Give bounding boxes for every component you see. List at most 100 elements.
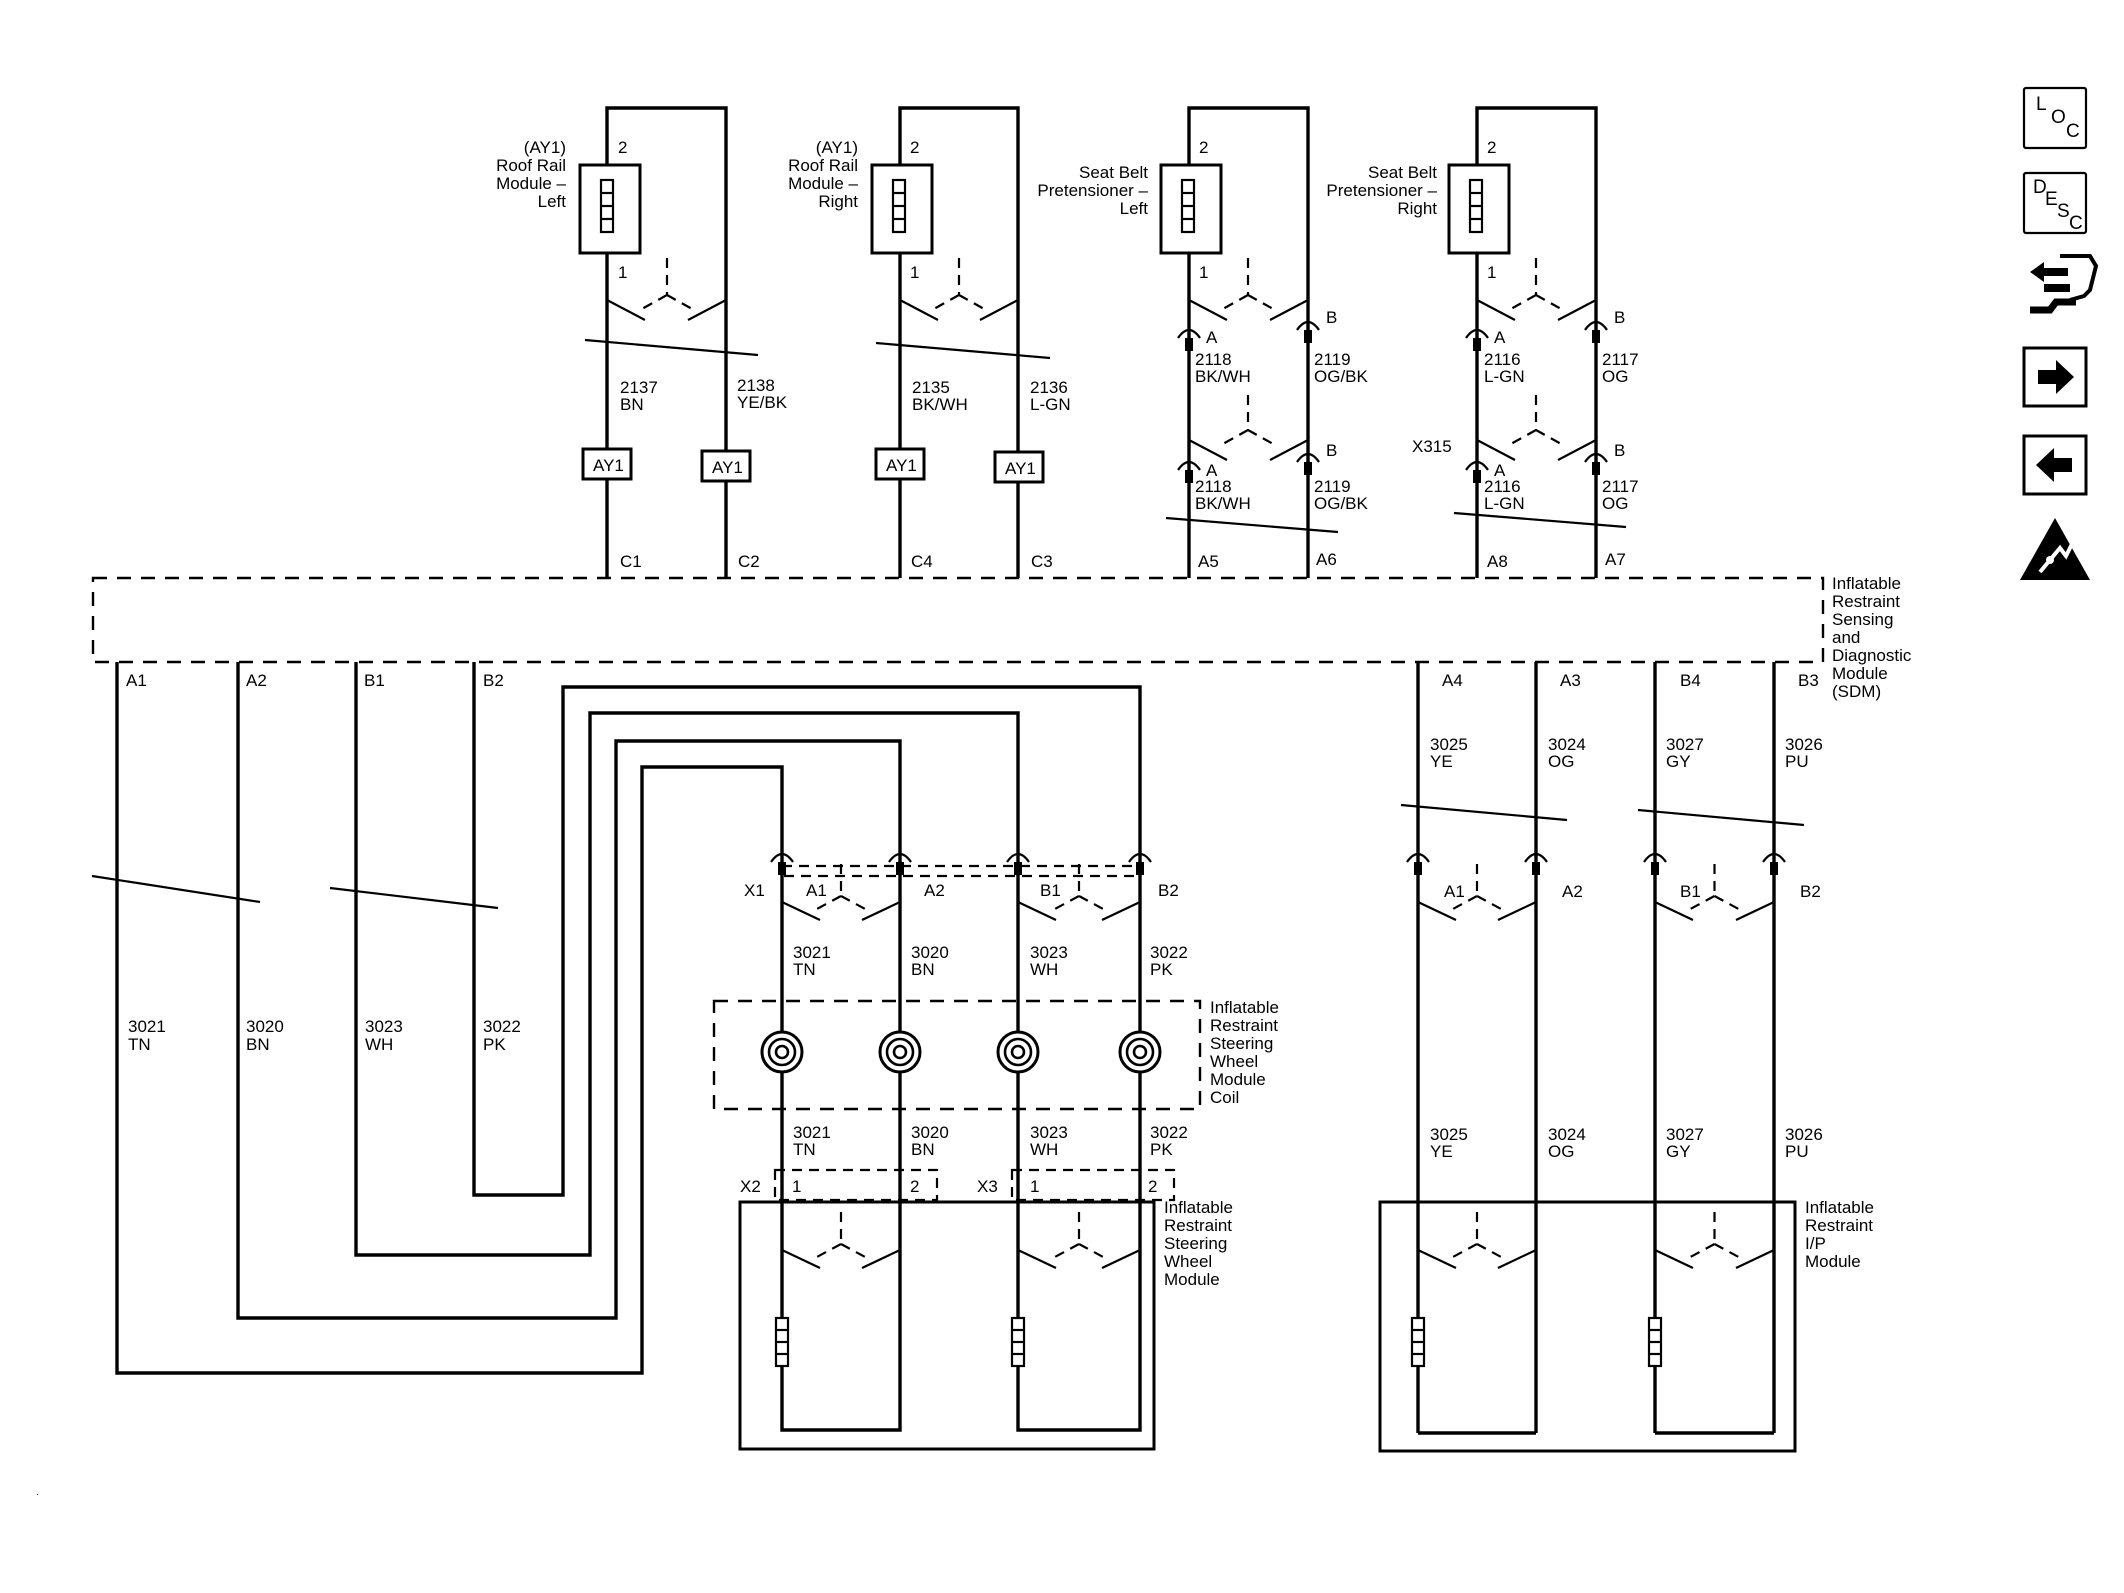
arrow-right-icon[interactable] [2022,346,2088,408]
terminal-cup [1006,852,1030,863]
shorting-bar [1654,1249,1775,1269]
shorting-bar [1017,1249,1141,1269]
shorting-bar-link [1687,1212,1742,1259]
svg-text:B1: B1 [1040,881,1061,900]
esd-warning-icon[interactable] [2020,518,2090,580]
svg-text:A2: A2 [246,671,267,690]
wire [1016,1202,1142,1432]
svg-text:A: A [1206,328,1218,347]
svg-text:X3: X3 [977,1177,998,1196]
terminal-pin [1532,862,1540,875]
svg-text:C4: C4 [911,552,933,571]
shorting-bar-link [1450,864,1504,911]
shorting-bar [1417,1249,1537,1269]
terminal-pin [1770,862,1778,875]
svg-text:A2: A2 [1562,882,1583,901]
svg-text:C3: C3 [1031,552,1053,571]
svg-text:2: 2 [910,1177,919,1196]
terminal-cup [1762,852,1786,863]
svg-text:2: 2 [1199,138,1208,157]
svg-text:B2: B2 [483,671,504,690]
svg-text:AY1: AY1 [1005,459,1036,478]
terminal-cup [1643,852,1667,863]
arrow-left-icon[interactable] [2022,434,2088,496]
terminal-pin [1414,862,1422,875]
shorting-bar-link [1052,1212,1106,1259]
shorting-bar-link [814,864,868,911]
shorting-bar-link [1052,864,1106,911]
loc-button[interactable]: L O C [2022,86,2088,150]
terminal-pin [896,862,904,875]
svg-text:1: 1 [792,1177,801,1196]
svg-text:1: 1 [618,263,627,282]
svg-text:E: E [2045,189,2058,210]
terminal-cup [1128,852,1152,863]
svg-text:B: B [1326,441,1337,460]
terminal-cup [770,852,794,863]
svg-text:AY1: AY1 [712,458,743,477]
svg-text:X2: X2 [740,1177,761,1196]
svg-text:X315: X315 [1412,437,1452,456]
svg-text:2: 2 [910,138,919,157]
shorting-bar [781,901,901,921]
terminal-cup [888,852,912,863]
svg-text:A8: A8 [1487,552,1508,571]
svg-text:X1: X1 [744,881,765,900]
svg-text:C1: C1 [620,552,642,571]
terminal-pin [778,862,786,875]
svg-text:A: A [1494,461,1506,480]
svg-text:B4: B4 [1680,671,1701,690]
svg-text:B1: B1 [364,671,385,690]
svg-text:2: 2 [618,138,627,157]
svg-text:B: B [1326,308,1337,327]
svg-text:1: 1 [1199,263,1208,282]
connector-tool-icon[interactable] [2030,254,2099,314]
svg-text:AY1: AY1 [886,456,917,475]
svg-text:A4: A4 [1442,671,1463,690]
svg-text:S: S [2057,201,2070,222]
svg-text:A1: A1 [1444,882,1465,901]
svg-text:1: 1 [910,263,919,282]
svg-text:C: C [2069,213,2083,234]
shorting-bar-link [1687,864,1742,911]
shorting-bar [1417,901,1537,921]
corner-mark: · [36,1489,39,1500]
desc-button[interactable]: D E S C [2022,171,2088,235]
terminal-cup [1524,852,1548,863]
svg-text:2: 2 [1148,1177,1157,1196]
